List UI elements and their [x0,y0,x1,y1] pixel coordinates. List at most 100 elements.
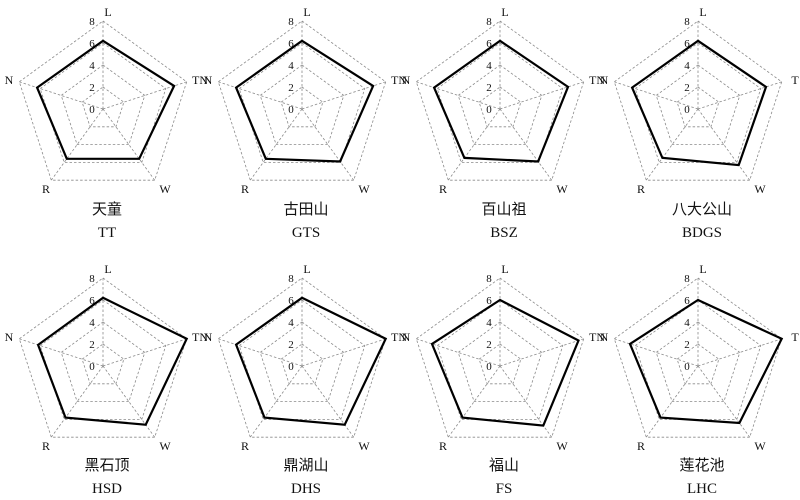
grid-ring [676,86,720,128]
chart-title-en: BDGS [682,225,722,241]
axis-spoke [697,81,782,110]
tick-label: 8 [288,273,294,285]
axis-label-l: L [104,262,111,276]
grid-ring [217,20,387,181]
grid-ring [415,277,585,438]
axis-label-tn: TN [391,330,407,344]
axis-spoke [499,108,553,181]
axis-label-n: N [600,330,609,344]
tick-label: 4 [89,317,95,329]
axis-spoke [218,81,303,110]
chart-title-cn: 古田山 [283,201,328,218]
tick-label: 0 [288,361,294,373]
tick-label: 2 [684,82,690,94]
axis-label-w: W [556,439,568,453]
tick-label: 6 [684,295,690,307]
grid-ring [478,343,522,385]
chart-title-cn: 黑石顶 [84,458,129,474]
tick-label: 0 [486,361,492,373]
tick-label: 6 [486,38,492,50]
axis-spoke [614,338,699,367]
grid-ring [39,299,167,420]
axis-label-tn: TN [192,73,208,87]
axis-label-l: L [303,262,310,276]
tick-label: 8 [486,273,492,285]
axis-label-n: N [204,73,213,87]
tick-label: 6 [89,295,95,307]
tick-label: 0 [684,361,690,373]
tick-label: 2 [684,339,690,351]
axis-spoke [50,108,104,181]
grid-ring [634,42,762,163]
axis-label-l: L [699,262,706,276]
tick-label: 0 [89,361,95,373]
axis-label-tn: TN [192,330,208,344]
axis-label-r: R [241,182,249,196]
tick-label: 0 [486,104,492,116]
axis-label-r: R [637,439,645,453]
axis-label-n: N [5,73,14,87]
grid-ring [478,86,522,128]
chart-title-cn: 八大公山 [672,201,732,218]
tick-label: 2 [89,82,95,94]
tick-label: 4 [486,317,492,329]
tick-label: 4 [288,60,294,72]
series-polygon [234,296,388,426]
grid-ring [238,299,366,420]
axis-spoke [645,365,699,438]
chart-title-cn: 莲花池 [679,457,724,474]
axis-label-w: W [159,439,171,453]
axis-label-l: L [501,5,508,19]
tick-label: 0 [684,104,690,116]
tick-label: 6 [486,295,492,307]
tick-label: 2 [89,339,95,351]
axis-spoke [19,338,104,367]
tick-label: 4 [486,60,492,72]
axis-spoke [19,81,104,110]
axis-label-n: N [204,330,213,344]
series-polygon [234,39,375,163]
tick-label: 2 [288,339,294,351]
axis-spoke [499,338,584,367]
tick-label: 2 [486,339,492,351]
grid-ring [238,42,366,163]
tick-label: 8 [684,273,690,285]
grid-ring [18,20,188,181]
axis-label-r: R [439,439,447,453]
axis-spoke [416,338,501,367]
axis-label-l: L [303,5,310,19]
axis-spoke [697,108,751,181]
axis-spoke [645,108,699,181]
grid-ring [81,86,125,128]
grid-ring [436,42,564,163]
axis-spoke [218,338,303,367]
series-polygon [36,296,189,426]
axis-spoke [301,108,355,181]
tick-label: 6 [684,38,690,50]
axis-spoke [447,108,501,181]
axis-label-r: R [42,439,50,453]
axis-spoke [697,365,751,438]
tick-label: 8 [288,16,294,28]
axis-spoke [50,365,104,438]
tick-label: 8 [486,16,492,28]
axis-label-r: R [637,182,645,196]
grid-ring [436,299,564,420]
axis-label-n: N [402,73,411,87]
chart-title-cn: 百山祖 [481,201,526,218]
axis-spoke [447,365,501,438]
axis-label-w: W [556,182,568,196]
tick-label: 6 [288,38,294,50]
tick-label: 8 [684,16,690,28]
axis-label-t: T [791,73,799,87]
chart-title-cn: 天童 [92,200,122,218]
axis-label-l: L [501,262,508,276]
axis-label-w: W [358,439,370,453]
